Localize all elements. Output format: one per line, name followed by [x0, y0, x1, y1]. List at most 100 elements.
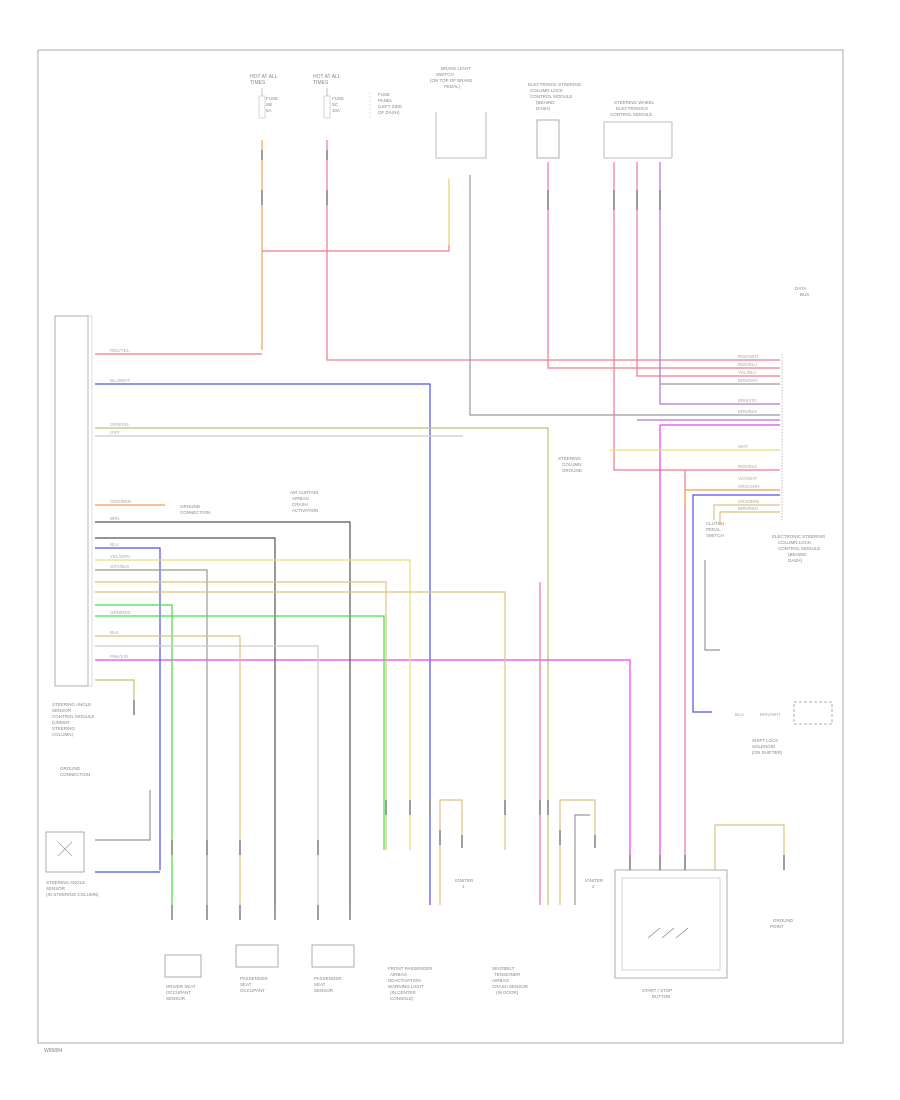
wire-blue-b: [95, 547, 161, 870]
cps-2: PEDAL: [706, 527, 721, 532]
wire-red-swe: [613, 162, 780, 471]
sc-top-1: ELECTRONIC STEERING: [528, 82, 582, 87]
wire-tan-c: [95, 581, 387, 850]
steering-wheel-electronics: STEERING WHEEL ELECTRONICS CONTROL MODUL…: [603, 100, 673, 159]
data-bus-1: DATA: [795, 286, 806, 291]
swe-1: STEERING WHEEL: [614, 100, 655, 105]
sbt-2: TENSIONER: [494, 972, 521, 977]
pss-1: PASSENGER: [314, 976, 342, 981]
rpin-4: BRN/GRY: [738, 378, 758, 383]
ac-3: CRASH: [292, 502, 308, 507]
cm-label-1: STEERING ANGLE: [52, 702, 91, 707]
wire-yellow-b: [95, 559, 411, 850]
control-module-box: [54, 315, 89, 687]
rpin-7: WHT: [738, 444, 748, 449]
wire-red-bridge: [262, 180, 450, 252]
wire-gray-d: [95, 645, 319, 905]
cps-1: CLUTCH: [706, 521, 724, 526]
steering-column-lock-top: ELECTRONIC STEERING COLUMN LOCK CONTROL …: [528, 82, 582, 159]
pin-blu2: BLU: [110, 542, 119, 547]
sas-label-1: STEERING ANGLE: [46, 880, 85, 885]
rpin-6: BRN/BLK: [738, 409, 757, 414]
wire-gray-right-small: [704, 560, 720, 651]
gnd-conn-1: GROUND: [60, 766, 81, 771]
wires: [95, 140, 785, 905]
rpin-blu-gnd: BLU: [735, 712, 744, 717]
cm-label-4: (UNDER: [52, 720, 70, 725]
bottom-components: STEERING ANGLE SENSOR (IN STEERING COLUM…: [44, 456, 833, 1054]
hot-left-line1: HOT AT ALL: [250, 74, 278, 80]
hot-left-line2: TIMES: [250, 80, 266, 86]
gnd-conn-2: CONNECTION: [60, 772, 90, 777]
pin-gry2: GRY/BLK: [110, 564, 129, 569]
sc-top-5: DASH): [536, 106, 551, 111]
ecu-label-5: DASH): [788, 558, 803, 563]
shl-3: (ON SHIFTER): [752, 750, 783, 755]
wire-tan-igniter2: [559, 799, 596, 905]
ecu-label-4: (BEHIND: [788, 552, 807, 557]
shift-lock-box: [793, 701, 833, 725]
pin-grn2: GRN/RED: [110, 610, 132, 615]
wire-green-c: [95, 604, 173, 905]
sc-top-3: CONTROL MODULE: [530, 94, 572, 99]
sbt-3: AIRBAG: [492, 978, 510, 983]
wire-tan-right: [713, 504, 780, 520]
brake-sw-2: SWITCH: [436, 72, 454, 77]
pin-blk: BLK: [110, 630, 119, 635]
fuse-mid-1: FUSE: [332, 96, 344, 101]
hot-mid-line2: TIMES: [313, 80, 329, 86]
steering-angle-sensor-box: [45, 831, 85, 873]
sc-top-box: [536, 119, 560, 159]
seat-sensor-box-3: [311, 944, 355, 968]
rpin-9: VIO/WHT: [738, 476, 757, 481]
pin-org: ORG/BRN: [110, 499, 131, 504]
shl-1: SHIFT LOCK: [752, 738, 778, 743]
wire-orange-right: [684, 489, 780, 505]
sbt-5: (IN DOOR): [496, 990, 519, 995]
fuse-mid-symbol: [323, 95, 331, 119]
pin-brn: BRN: [110, 516, 120, 521]
wire-violet-swe: [659, 162, 780, 405]
ac-2: AIRBAG: [292, 496, 310, 501]
sgnd-3: GROUND: [562, 468, 583, 473]
connector-ticks: [133, 150, 785, 920]
swe-3: CONTROL MODULE: [610, 112, 652, 117]
wire-blue-right: [692, 494, 780, 713]
gc-mid-2: CONNECTION: [180, 510, 210, 515]
seat-sensor-box-1: [164, 954, 202, 978]
pss-3: SENSOR: [314, 988, 334, 993]
pin-blu: BLU/WHT: [110, 378, 131, 383]
rpin-11: ORG/BRN: [738, 499, 759, 504]
sbt-4: CRASH SENSOR: [492, 984, 529, 989]
fpa-6: CONSOLE): [390, 996, 414, 1001]
wire-gray-brake: [469, 175, 780, 416]
fuse-left-2: SB: [266, 102, 272, 107]
wire-tan-b: [95, 569, 208, 905]
fuse-left-1: FUSE: [266, 96, 278, 101]
wire-pink-swe: [636, 162, 780, 377]
wire-olive-long: [95, 427, 549, 905]
pos-2: SEAT: [240, 982, 252, 987]
wire-olive-e: [95, 679, 135, 700]
control-module-connector: STEERING ANGLE SENSOR CONTROL MODULE (UN…: [52, 315, 94, 737]
wire-green-d: [95, 615, 385, 850]
rpin-1: RED/WHT: [738, 354, 759, 359]
wire-tan-right2: [719, 511, 780, 525]
fpa-5: (IN CENTER: [390, 990, 417, 995]
gnd-r-2: POINT: [770, 924, 784, 929]
cm-label-2: SENSOR: [52, 708, 72, 713]
ssb-2: BUTTON: [652, 994, 670, 999]
ign-r-2: 2: [592, 884, 595, 889]
fuse-panel-1: FUSE: [378, 92, 390, 97]
footer-code: W86884: [44, 1048, 63, 1054]
cm-label-5: STEERING: [52, 726, 76, 731]
pin-yel: YEL/GRN: [110, 554, 130, 559]
brake-sw-1: BRAKE LIGHT: [441, 66, 471, 71]
cps-3: SWITCH: [706, 533, 724, 538]
ecu-label-3: CONTROL MODULE: [778, 546, 820, 551]
wire-magenta-long: [95, 659, 631, 870]
rpin-10: ORG/GRN: [738, 484, 760, 489]
wire-orange-c: [95, 591, 506, 850]
data-bus-2: BUS: [800, 292, 809, 297]
